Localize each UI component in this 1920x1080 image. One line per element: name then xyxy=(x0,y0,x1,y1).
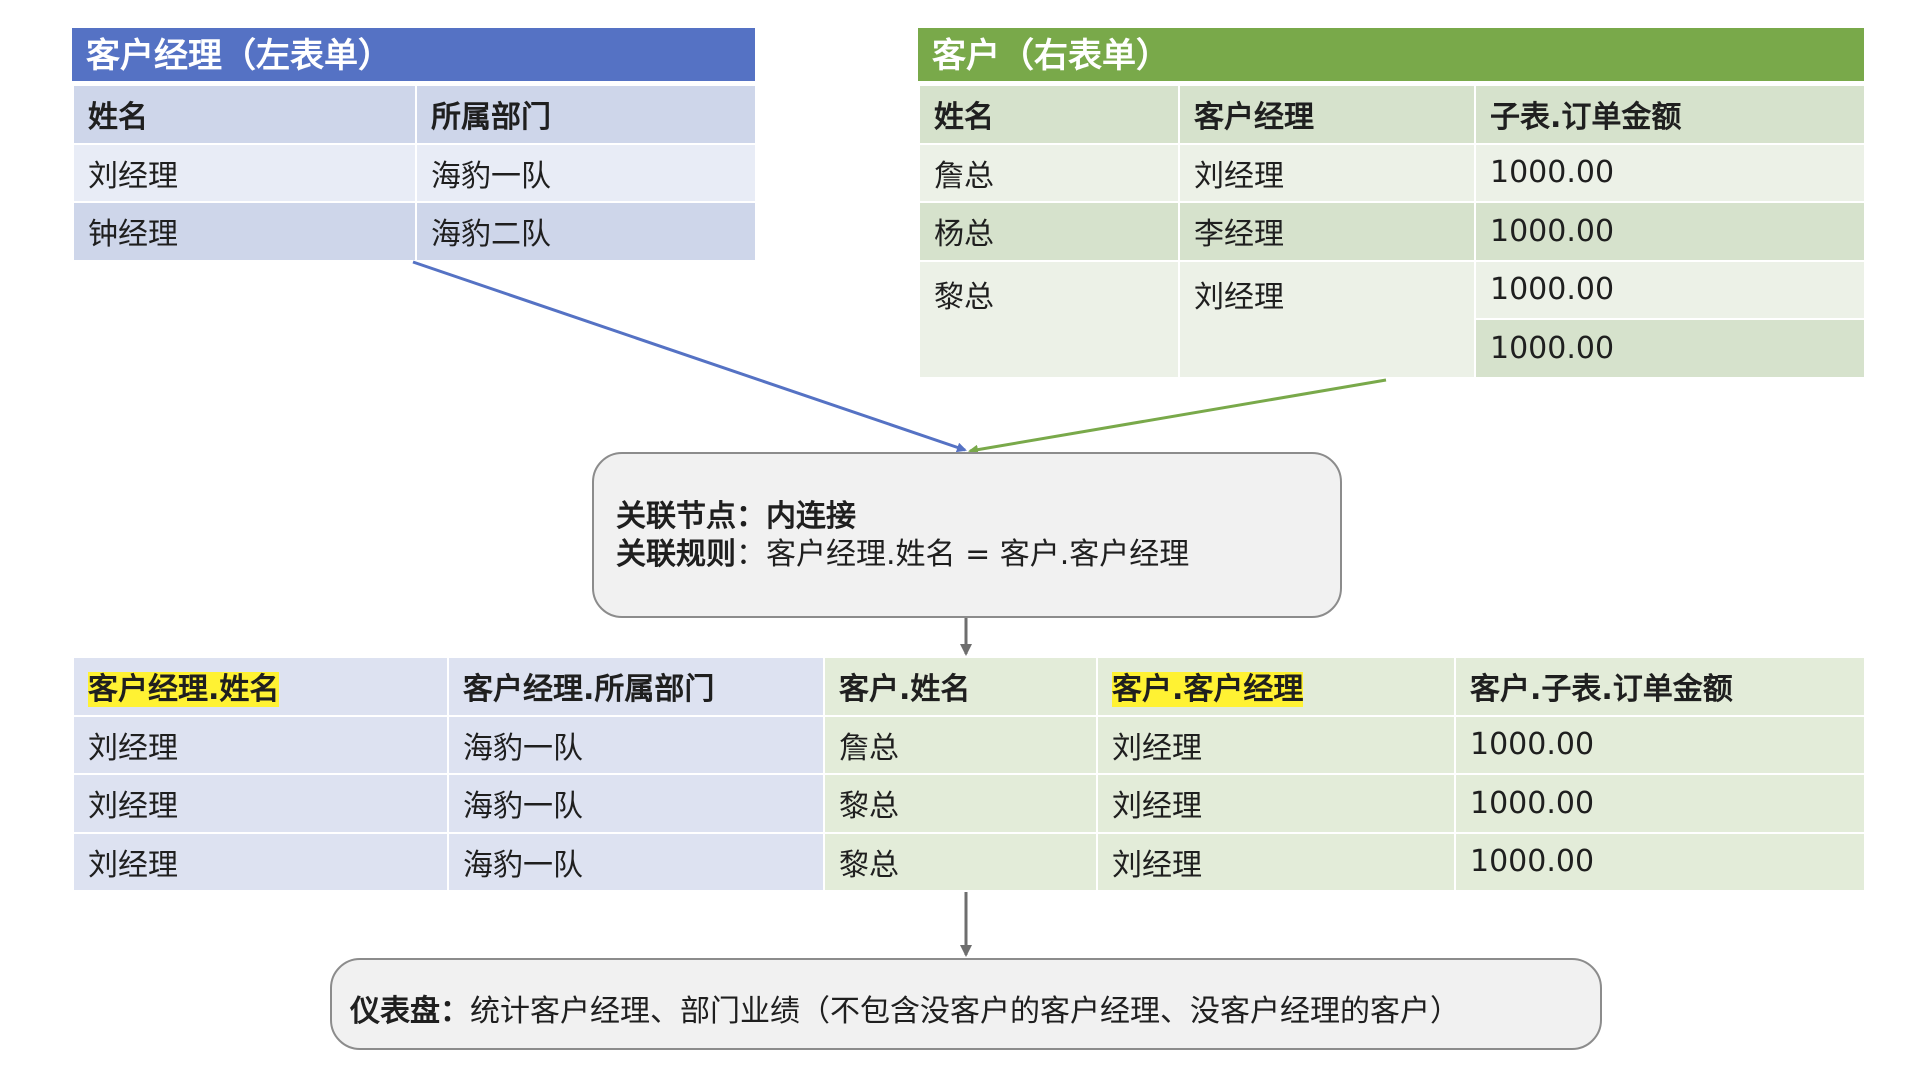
highlighted-join-key: 客户.客户经理 xyxy=(1112,672,1304,708)
result-table: 客户经理.姓名 客户经理.所属部门 客户.姓名 客户.客户经理 客户.子表.订单… xyxy=(72,656,1866,892)
left-cell-dept: 海豹二队 xyxy=(415,201,757,262)
right-cell-amount: 1000.00 xyxy=(1474,201,1866,262)
dashboard-line: 仪表盘：统计客户经理、部门业绩（不包含没客户的客户经理、没客户经理的客户） xyxy=(350,986,1600,1030)
right-cell-amount: 1000.00 xyxy=(1474,318,1866,379)
table-row: 黎总 刘经理 1000.00 xyxy=(918,259,1866,379)
result-cell: 海豹一队 xyxy=(447,714,825,775)
table-row: 钟经理 海豹二队 xyxy=(72,201,757,262)
right-cell-manager: 刘经理 xyxy=(1178,259,1476,379)
left-table-title: 客户经理（左表单） xyxy=(72,28,755,84)
dashboard-description: 统计客户经理、部门业绩（不包含没客户的客户经理、没客户经理的客户） xyxy=(470,994,1460,1029)
right-cell-name: 杨总 xyxy=(918,201,1180,262)
left-table-customer-managers: 客户经理（左表单） 姓名 所属部门 刘经理 海豹一队 钟经理 海豹二队 xyxy=(72,28,757,262)
right-table-grid: 姓名 客户经理 子表.订单金额 詹总 刘经理 1000.00 杨总 李经理 10… xyxy=(918,84,1866,379)
result-cell: 黎总 xyxy=(823,831,1098,892)
left-col-header-name: 姓名 xyxy=(72,84,417,145)
result-col-header-manager-name: 客户经理.姓名 xyxy=(72,656,449,717)
dashboard-label: 仪表盘： xyxy=(350,994,470,1029)
arrow-right-to-join xyxy=(968,378,1387,455)
dashboard-node-box: 仪表盘：统计客户经理、部门业绩（不包含没客户的客户经理、没客户经理的客户） xyxy=(330,958,1602,1050)
result-cell: 刘经理 xyxy=(1096,714,1456,775)
arrow-left-to-join xyxy=(412,260,967,453)
result-cell: 海豹一队 xyxy=(447,831,825,892)
right-table-header-row: 姓名 客户经理 子表.订单金额 xyxy=(918,84,1866,145)
join-type-line: 关联节点：内连接 xyxy=(616,498,1340,536)
right-cell-amount: 1000.00 xyxy=(1474,259,1866,320)
table-row: 詹总 刘经理 1000.00 xyxy=(918,142,1866,203)
result-cell: 海豹一队 xyxy=(447,773,825,834)
result-cell: 1000.00 xyxy=(1454,831,1866,892)
right-cell-name: 黎总 xyxy=(918,259,1180,379)
right-cell-manager: 李经理 xyxy=(1178,201,1476,262)
join-type-label: 关联节点： xyxy=(616,499,766,534)
result-header-row: 客户经理.姓名 客户经理.所属部门 客户.姓名 客户.客户经理 客户.子表.订单… xyxy=(72,656,1866,717)
table-row: 刘经理 海豹一队 黎总 刘经理 1000.00 xyxy=(72,831,1866,892)
join-rule-label: 关联规则 xyxy=(616,537,736,572)
result-col-header-customer-manager: 客户.客户经理 xyxy=(1096,656,1456,717)
highlighted-join-key: 客户经理.姓名 xyxy=(88,672,280,708)
right-table-customers: 客户（右表单） 姓名 客户经理 子表.订单金额 詹总 刘经理 1000.00 杨… xyxy=(918,28,1866,379)
table-row: 1000.00 xyxy=(919,318,1866,379)
result-cell: 1000.00 xyxy=(1454,773,1866,834)
join-rule-value: ：客户经理.姓名 = 客户.客户经理 xyxy=(736,537,1190,572)
join-node-box: 关联节点：内连接 关联规则：客户经理.姓名 = 客户.客户经理 xyxy=(592,452,1342,618)
right-col-header-amount: 子表.订单金额 xyxy=(1474,84,1866,145)
right-cell-name: 詹总 xyxy=(918,142,1180,203)
right-cell-manager: 刘经理 xyxy=(1178,142,1476,203)
join-type-value: 内连接 xyxy=(766,499,856,534)
join-rule-line: 关联规则：客户经理.姓名 = 客户.客户经理 xyxy=(616,536,1340,574)
right-cell-amount: 1000.00 xyxy=(1474,142,1866,203)
left-cell-dept: 海豹一队 xyxy=(415,142,757,203)
table-row: 刘经理 海豹一队 xyxy=(72,142,757,203)
result-table-grid: 客户经理.姓名 客户经理.所属部门 客户.姓名 客户.客户经理 客户.子表.订单… xyxy=(72,656,1866,892)
result-col-header-manager-dept: 客户经理.所属部门 xyxy=(447,656,825,717)
table-row: 刘经理 海豹一队 詹总 刘经理 1000.00 xyxy=(72,714,1866,775)
left-col-header-dept: 所属部门 xyxy=(415,84,757,145)
table-row: 刘经理 海豹一队 黎总 刘经理 1000.00 xyxy=(72,773,1866,834)
result-cell: 刘经理 xyxy=(1096,773,1456,834)
right-table-title: 客户（右表单） xyxy=(918,28,1864,84)
left-table-header-row: 姓名 所属部门 xyxy=(72,84,757,145)
result-cell: 黎总 xyxy=(823,773,1098,834)
result-cell: 刘经理 xyxy=(1096,831,1456,892)
result-col-header-amount: 客户.子表.订单金额 xyxy=(1454,656,1866,717)
left-cell-name: 钟经理 xyxy=(72,201,417,262)
right-col-header-manager: 客户经理 xyxy=(1178,84,1476,145)
result-cell: 刘经理 xyxy=(72,831,449,892)
left-table-grid: 姓名 所属部门 刘经理 海豹一队 钟经理 海豹二队 xyxy=(72,84,757,262)
result-cell: 詹总 xyxy=(823,714,1098,775)
left-cell-name: 刘经理 xyxy=(72,142,417,203)
result-col-header-customer-name: 客户.姓名 xyxy=(823,656,1098,717)
right-col-header-name: 姓名 xyxy=(918,84,1180,145)
result-cell: 刘经理 xyxy=(72,773,449,834)
table-row: 杨总 李经理 1000.00 xyxy=(918,201,1866,262)
result-cell: 刘经理 xyxy=(72,714,449,775)
result-cell: 1000.00 xyxy=(1454,714,1866,775)
